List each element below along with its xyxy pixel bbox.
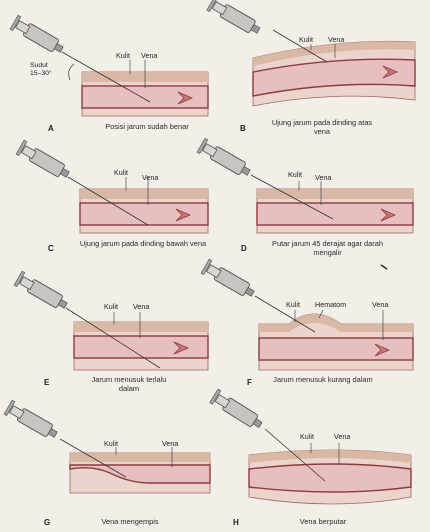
label-kulit: Kulit — [288, 170, 302, 179]
panel-b: Kulit Vena B Ujung jarum pada dinding at… — [215, 0, 430, 133]
label-vena: Vena — [334, 432, 350, 441]
label-kulit: Kulit — [286, 300, 300, 309]
syringe-g — [4, 400, 60, 441]
label-vena: Vena — [133, 302, 149, 311]
panel-letter: E — [44, 378, 49, 387]
syringe-e — [14, 271, 70, 312]
label-kulit: Kulit — [300, 432, 314, 441]
panel-d: Kulit Vena D Putar jarum 45 derajat agar… — [215, 133, 430, 266]
label-kulit: Kulit — [104, 439, 118, 448]
label-vena: Vena — [328, 35, 344, 44]
panel-h: Kulit Vena H Vena berputar — [215, 399, 430, 532]
panel-caption: Jarum menusuk kurang dalam — [273, 375, 373, 384]
panel-letter: H — [233, 518, 239, 527]
syringe-b — [207, 0, 263, 38]
label-vena: Vena — [141, 51, 157, 60]
panel-caption: Ujung jarum pada dinding bawah vena — [78, 239, 208, 248]
panel-g: Kulit Vena G Vena mengempis — [0, 399, 215, 532]
syringe-c — [16, 140, 72, 181]
panel-letter: A — [48, 124, 54, 133]
panel-c: Kulit Vena C Ujung jarum pada dinding ba… — [0, 133, 215, 266]
panel-letter: B — [240, 124, 246, 133]
panel-caption: Jarum menusuk terlalu dalam — [84, 375, 174, 393]
panel-caption: Vena mengempis — [70, 517, 190, 526]
panel-letter: D — [241, 244, 247, 253]
label-kulit: Kulit — [104, 302, 118, 311]
panel-b-illustration — [215, 0, 430, 133]
panel-letter: C — [48, 244, 54, 253]
angle-label: Sudut 15–30° — [30, 62, 52, 78]
label-vena: Vena — [315, 173, 331, 182]
angle-label-line1: Sudut — [30, 62, 52, 70]
panel-caption: Posisi jarum sudah benar — [82, 122, 212, 131]
panel-letter: F — [247, 378, 252, 387]
panel-g-illustration — [0, 399, 215, 532]
panel-caption: Putar jarum 45 derajat agar darah mengal… — [265, 239, 390, 257]
label-kulit: Kulit — [114, 168, 128, 177]
label-vena: Vena — [142, 173, 158, 182]
label-hematom: Hematom — [315, 300, 346, 309]
panel-a: Sudut 15–30° Kulit Vena A Posisi jarum s… — [0, 0, 215, 133]
panel-letter: G — [44, 518, 50, 527]
angle-label-line2: 15–30° — [30, 70, 52, 78]
label-vena: Vena — [162, 439, 178, 448]
label-kulit: Kulit — [299, 35, 313, 44]
label-vena: Vena — [372, 300, 388, 309]
panel-h-illustration — [215, 399, 430, 532]
label-kulit: Kulit — [116, 51, 130, 60]
panel-e: Kulit Vena E Jarum menusuk terlalu dalam — [0, 266, 215, 399]
panel-f: Kulit Hematom Vena F Jarum menusuk kuran… — [215, 266, 430, 399]
syringe-a — [10, 15, 66, 56]
panel-caption: Vena berputar — [263, 517, 383, 526]
